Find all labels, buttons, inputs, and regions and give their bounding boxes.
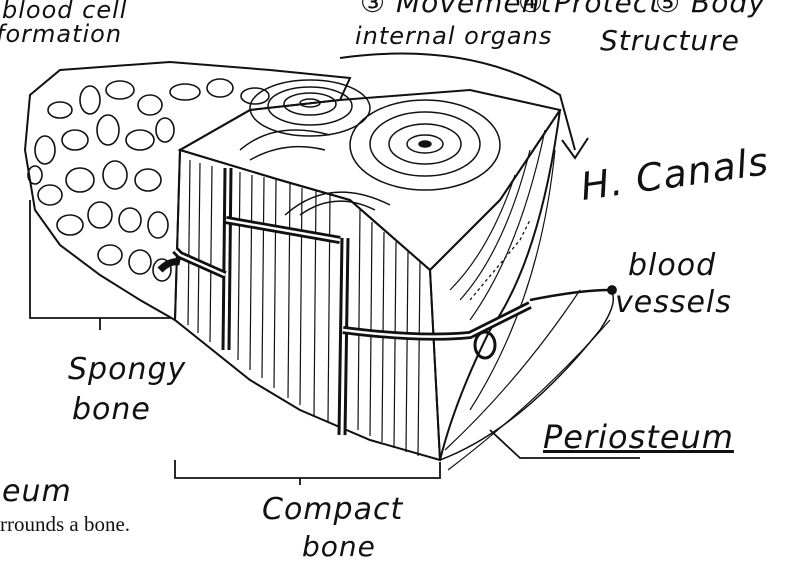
compact-bone-front-face xyxy=(175,150,440,460)
formation-label: formation xyxy=(0,20,122,48)
compact-bone-top-face xyxy=(180,80,560,270)
spongy-bone-label: bone xyxy=(72,392,151,427)
haversian-canals xyxy=(160,168,530,435)
vessels-label: vessels xyxy=(615,285,732,320)
header-body: ⑤ Body xyxy=(655,0,766,19)
header-structure: Structure xyxy=(600,24,740,57)
compact-bone-label: bone xyxy=(302,530,376,563)
compact-label: Compact xyxy=(262,492,403,527)
spongy-label: Spongy xyxy=(68,352,186,387)
partial-term: eum xyxy=(2,474,72,509)
blood-label: blood xyxy=(628,248,716,283)
definition-fragment: rrounds a bone. xyxy=(0,512,130,537)
periosteum-label: Periosteum xyxy=(543,418,734,456)
header-protect: ④ Protect xyxy=(518,0,661,19)
header-internal-organs: internal organs xyxy=(355,22,552,50)
